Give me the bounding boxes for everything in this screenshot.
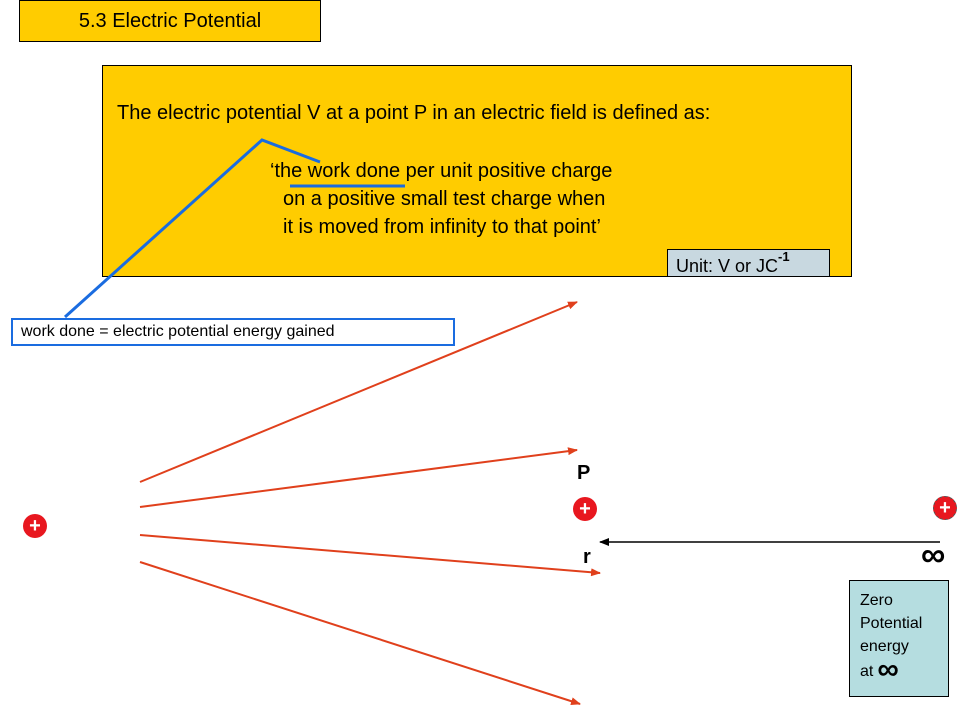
callout-connector-line <box>63 138 321 319</box>
distance-r-label: r <box>583 546 591 568</box>
zero-box-infinity-symbol: ∞ <box>877 653 899 686</box>
zero-potential-box: Zero Potential energy at∞ <box>849 580 949 697</box>
field-line-2 <box>139 447 578 508</box>
callout-box: work done = electric potential energy ga… <box>11 318 455 346</box>
test-charge-at-infinity: + <box>933 496 957 520</box>
zero-box-line-3: energy <box>860 638 909 655</box>
zero-box-line-4: at <box>860 663 874 680</box>
definition-quote-line-1: ‘the work done per unit positive charge <box>270 160 613 182</box>
zero-box-line-2: Potential <box>860 615 923 632</box>
unit-box: Unit: V or JC-1 <box>667 249 830 277</box>
definition-quote-line-3: it is moved from infinity to that point’ <box>283 216 601 238</box>
source-charge: + <box>23 514 47 538</box>
infinity-symbol: ∞ <box>921 536 946 574</box>
unit-text: Unit: V or JC <box>676 256 779 276</box>
test-charge-at-p: + <box>573 497 597 521</box>
unit-exponent: -1 <box>778 249 790 264</box>
definition-quote-line-2: on a positive small test charge when <box>283 188 606 210</box>
point-p-label: P <box>577 462 591 484</box>
slide-title: 5.3 Electric Potential <box>19 0 321 42</box>
zero-box-line-1: Zero <box>860 592 893 609</box>
field-line-3 <box>139 534 601 577</box>
definition-intro: The electric potential V at a point P in… <box>117 102 711 124</box>
field-line-1 <box>139 301 578 483</box>
field-line-4 <box>139 561 581 706</box>
